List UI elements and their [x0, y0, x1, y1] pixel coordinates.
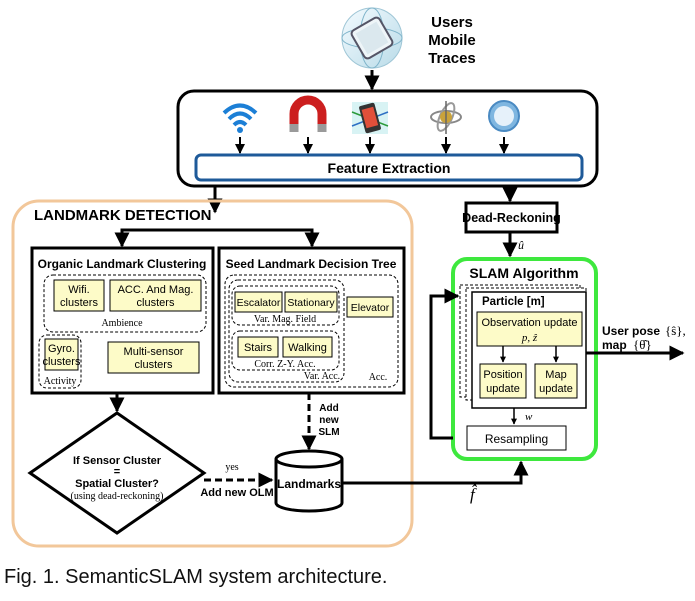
multi-sensor-clusters-box	[107, 341, 200, 374]
user-pose-label: User pose	[602, 324, 660, 338]
gyro-clusters-line-1: Gyro.	[48, 343, 75, 355]
position-update-line-2: update	[486, 383, 520, 395]
resampling-label: Resampling	[485, 432, 548, 446]
position-update-line-1: Position	[483, 369, 522, 381]
map-update-line-1: Map	[545, 369, 566, 381]
resampling-box	[466, 425, 567, 451]
add-new-slm-line-1: Add	[319, 403, 338, 414]
decision-line-1: If Sensor Cluster	[73, 455, 162, 467]
add-new-olm-label: Add new OLM	[200, 487, 273, 499]
decision-line-4: (using dead-reckoning)	[70, 491, 163, 502]
gyro-clusters-box	[44, 338, 79, 371]
landmarks-database	[274, 449, 344, 513]
stairs-label: Stairs	[244, 342, 273, 354]
multi-sensor-clusters-line-2: clusters	[135, 359, 173, 371]
var-acc-group	[228, 279, 345, 383]
w-label: w	[525, 411, 533, 423]
corr-zy-acc-group	[231, 330, 340, 371]
acc-mag-clusters-line-1: ACC. And Mag.	[118, 284, 194, 296]
figure-caption: Fig. 1. SemanticSLAM system architecture…	[4, 566, 388, 588]
seed-decision-tree-title: Seed Landmark Decision Tree	[226, 257, 397, 271]
phone-icon	[341, 7, 403, 69]
walking-label: Walking	[288, 342, 327, 354]
add-new-slm-line-3: SLM	[318, 427, 339, 438]
acc-label: Acc.	[369, 372, 388, 383]
map-label: map	[602, 338, 627, 352]
elevator-box	[346, 296, 394, 318]
stationary-label: Stationary	[287, 297, 335, 309]
source-title-line-1: Users	[431, 14, 473, 31]
landmarks-label: Landmarks	[277, 477, 341, 491]
ambience-label: Ambience	[101, 318, 143, 329]
decision-line-2: =	[114, 466, 120, 478]
var-acc-label: Var. Acc.	[304, 371, 340, 382]
theta-hat-label: {θ̂}	[633, 337, 652, 352]
dead-reckoning-label: Dead-Reckoning	[462, 211, 561, 225]
var-mag-field-group	[231, 285, 340, 326]
seed-decision-tree-box	[217, 246, 406, 395]
observation-update-vars: p, ẑ	[521, 332, 538, 344]
feature-extraction-box	[194, 153, 584, 182]
position-update-box	[479, 363, 527, 399]
walking-box	[282, 336, 333, 358]
gyro-clusters-line-2: clusters	[43, 356, 81, 368]
acc-mag-clusters-box	[109, 279, 202, 312]
map-update-line-2: update	[539, 383, 573, 395]
gyroscope-icon	[430, 101, 462, 134]
wifi-clusters-line-2: clusters	[60, 297, 98, 309]
yes-label: yes	[225, 462, 238, 473]
wifi-clusters-box	[53, 279, 105, 312]
activity-label: Activity	[44, 376, 77, 387]
split-arrow-line	[120, 228, 314, 242]
acc-group	[224, 274, 399, 388]
ambience-group	[43, 274, 207, 333]
decision-diamond	[27, 411, 207, 535]
source-title-line-2: Mobile	[428, 32, 476, 49]
stairs-box	[237, 336, 279, 358]
f-hat-label: f̂	[470, 484, 478, 504]
acc-mag-clusters-line-2: clusters	[137, 297, 175, 309]
landmark-detection-panel	[11, 199, 414, 548]
slam-algorithm-title: SLAM Algorithm	[469, 265, 578, 281]
wifi-clusters-line-1: Wifi.	[68, 284, 89, 296]
accelerometer-phone-icon	[351, 102, 389, 134]
corr-zy-acc-label: Corr. Z-Y. Acc.	[254, 359, 315, 370]
stationary-box	[284, 291, 338, 313]
observation-update-box	[476, 311, 583, 347]
var-mag-field-label: Var. Mag. Field	[254, 314, 316, 325]
wifi-icon	[222, 103, 258, 133]
activity-group	[38, 334, 82, 389]
escalator-box	[234, 291, 283, 313]
magnet-icon	[289, 95, 327, 132]
u-hat-label: û	[518, 238, 524, 252]
decision-line-3: Spatial Cluster?	[75, 478, 159, 490]
s-hat-label: {ŝ},	[665, 323, 686, 338]
organic-clustering-title: Organic Landmark Clustering	[38, 257, 207, 271]
feature-extraction-label: Feature Extraction	[328, 160, 451, 176]
add-new-slm-line-2: new	[319, 415, 339, 426]
arrow-resampling-feedback	[429, 288, 460, 440]
source-title-line-3: Traces	[428, 50, 476, 67]
observation-update-label: Observation update	[481, 317, 577, 329]
elevator-label: Elevator	[351, 302, 390, 314]
arrow-landmarks-to-slam	[342, 460, 529, 485]
compass-icon	[488, 100, 520, 132]
escalator-label: Escalator	[237, 297, 281, 309]
map-update-box	[534, 363, 578, 399]
multi-sensor-clusters-line-1: Multi-sensor	[124, 346, 184, 358]
landmark-detection-title: LANDMARK DETECTION	[34, 207, 212, 224]
particle-label: Particle [m]	[482, 296, 545, 308]
